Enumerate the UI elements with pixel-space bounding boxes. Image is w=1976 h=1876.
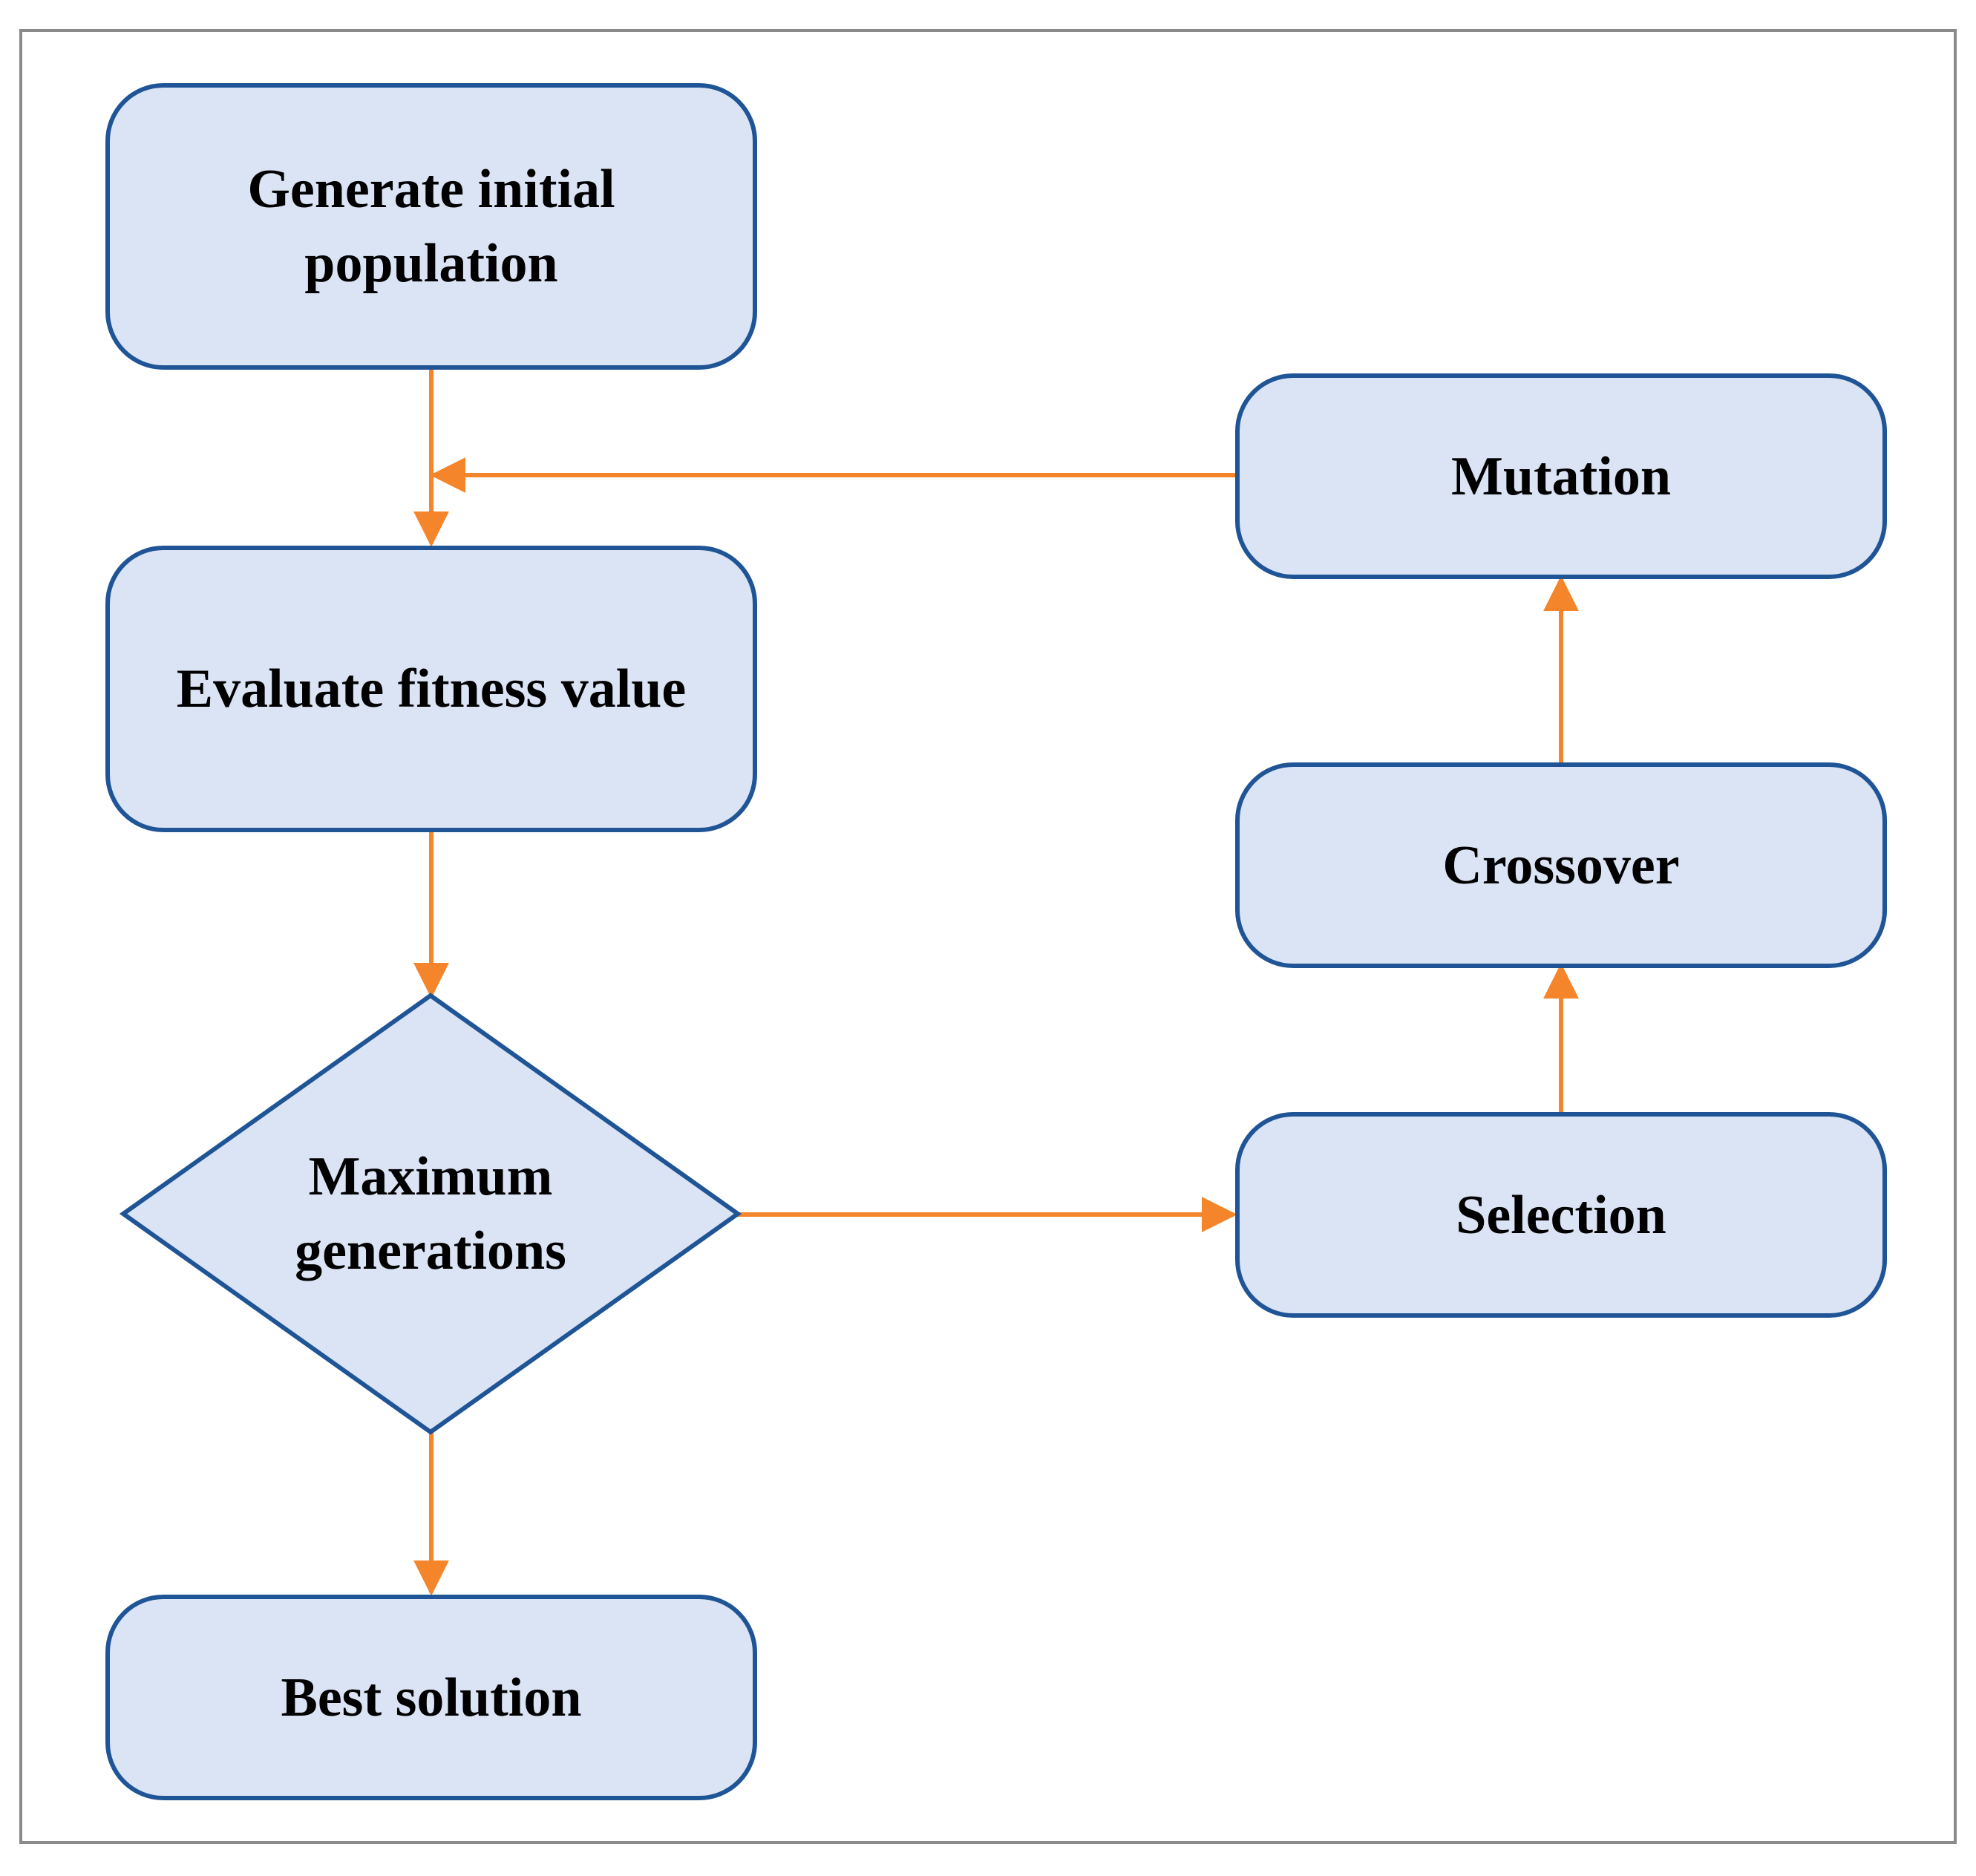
- node-label-mutation: Mutation: [1451, 445, 1671, 507]
- node-label-evaluate: Evaluate fitness value: [176, 658, 687, 719]
- decision-diamond-shape: [119, 993, 742, 1435]
- node-evaluate-fitness-value: Evaluate fitness value: [105, 546, 757, 832]
- node-selection: Selection: [1235, 1112, 1887, 1318]
- node-label-crossover: Crossover: [1442, 834, 1680, 896]
- decision-maximum-generations: [119, 993, 742, 1435]
- node-crossover: Crossover: [1235, 762, 1887, 968]
- node-generate-initial-population: Generate initial population: [105, 83, 757, 370]
- node-label-generate: Generate initial population: [247, 159, 615, 294]
- node-label-maximum: Maximum generations: [295, 1146, 566, 1281]
- node-label-best: Best solution: [281, 1667, 582, 1728]
- node-label-selection: Selection: [1456, 1184, 1666, 1246]
- node-mutation: Mutation: [1235, 373, 1887, 579]
- node-best-solution: Best solution: [105, 1595, 757, 1800]
